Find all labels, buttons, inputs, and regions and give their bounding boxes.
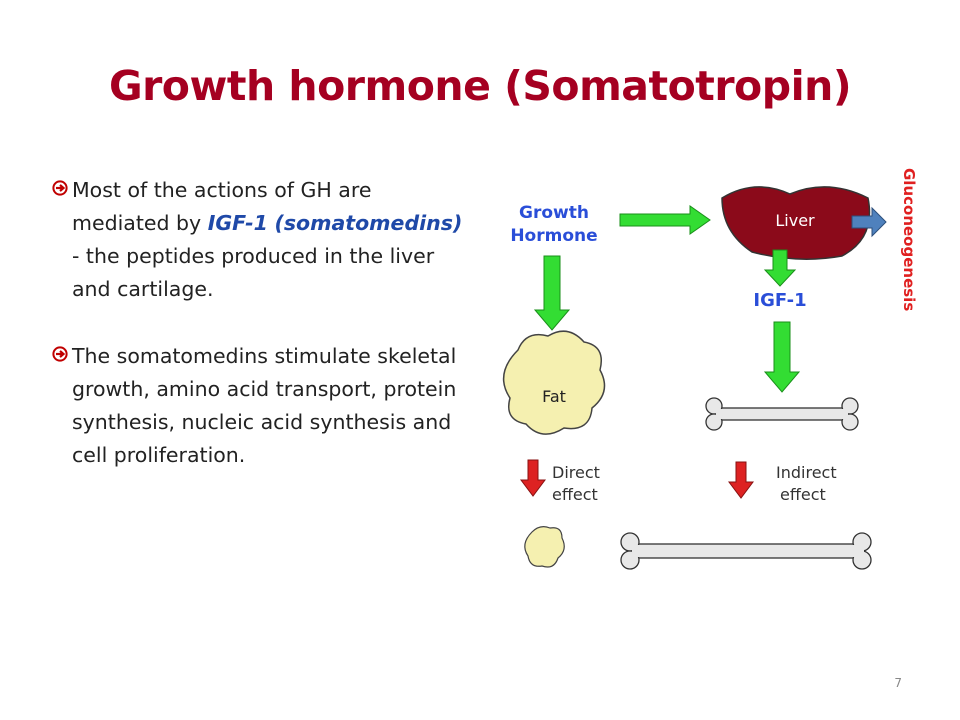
green-arrow-icon xyxy=(533,255,571,331)
gluconeogenesis-label: Gluconeogenesis xyxy=(900,168,918,311)
liver-shape xyxy=(721,186,871,260)
page-number: 7 xyxy=(894,676,902,690)
red-arrow-icon xyxy=(520,459,546,497)
igf1-label: IGF-1 xyxy=(753,290,806,311)
bullet-text: The somatomedins stimulate skeletal grow… xyxy=(72,344,457,467)
direct-effect-label: Direct xyxy=(552,463,600,482)
short-bone-shape xyxy=(705,397,859,431)
green-arrow-icon xyxy=(619,205,711,235)
circled-arrow-bullet-icon xyxy=(52,180,68,196)
long-bone-shape xyxy=(620,532,872,570)
igf1-highlight: IGF-1 xyxy=(207,211,268,235)
direct-effect-label: effect xyxy=(552,485,598,504)
green-arrow-icon xyxy=(763,249,797,287)
fat-cell-shape xyxy=(502,330,606,435)
red-arrow-icon xyxy=(728,461,754,499)
diagram-canvas: Growth Hormone Liver Gluconeogenesis IGF… xyxy=(502,168,918,570)
liver-label: Liver xyxy=(775,211,815,230)
indirect-effect-label: Indirect xyxy=(776,463,837,482)
fat-label: Fat xyxy=(542,387,566,406)
bullet-text: Most of the actions of GH are mediated b… xyxy=(72,174,472,306)
growth-hormone-label: Growth xyxy=(519,203,589,223)
bullet-text-part: - the peptides produced in the liver and… xyxy=(72,244,435,301)
slide-title: Growth hormone (Somatotropin) xyxy=(108,62,852,110)
blue-arrow-icon xyxy=(851,206,887,238)
bullet-item: Most of the actions of GH are mediated b… xyxy=(52,174,472,306)
indirect-effect-label: effect xyxy=(780,485,826,504)
bullet-text-part: Most of the actions of GH are mediated b… xyxy=(72,178,372,235)
small-fat-cell-shape xyxy=(524,526,565,568)
bullet-item: The somatomedins stimulate skeletal grow… xyxy=(52,340,472,472)
green-arrow-icon xyxy=(763,321,801,393)
bullet-list: Most of the actions of GH are mediated b… xyxy=(52,174,472,506)
growth-hormone-label: Hormone xyxy=(510,226,597,246)
somatomedins-highlight: (somatomedins) xyxy=(274,211,463,235)
circled-arrow-bullet-icon xyxy=(52,346,68,362)
gh-action-diagram: Growth Hormone Liver Gluconeogenesis IGF… xyxy=(490,160,940,580)
